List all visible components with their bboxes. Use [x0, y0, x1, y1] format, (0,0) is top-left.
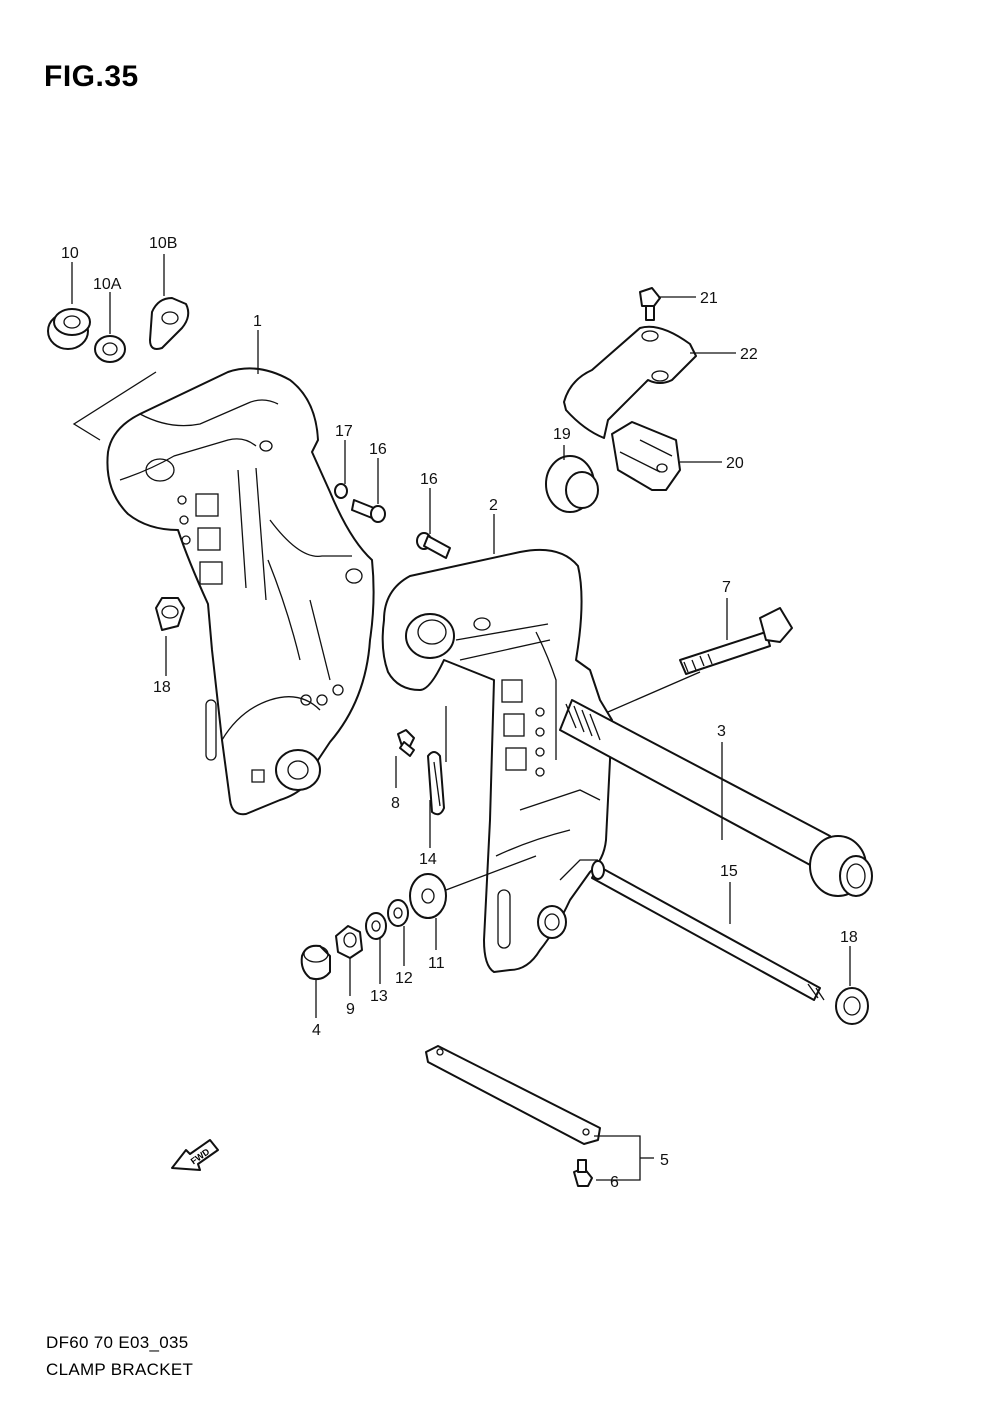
callout-12: 12 [395, 970, 413, 987]
callout-14: 14 [419, 851, 437, 868]
part-12-washer [387, 899, 409, 927]
part-18-nut-right [835, 987, 869, 1025]
callout-22: 22 [740, 346, 758, 363]
part-15-shaft [591, 860, 825, 1001]
callout-20: 20 [726, 455, 744, 472]
callout-18b: 18 [840, 929, 858, 946]
callout-6: 6 [610, 1174, 619, 1191]
part-18-nut-left [155, 597, 185, 631]
callout-16b: 16 [420, 471, 438, 488]
fwd-direction-arrow-icon: FWD [171, 1139, 219, 1171]
part-7-bolt [679, 607, 793, 675]
part-4-cap [300, 944, 331, 981]
callout-15: 15 [720, 863, 738, 880]
part-10a-washer [94, 335, 126, 363]
callout-9: 9 [346, 1001, 355, 1018]
callout-16a: 16 [369, 441, 387, 458]
part-3-tilt-tube [559, 699, 873, 897]
part-11-washer [409, 873, 447, 919]
callout-21: 21 [700, 290, 718, 307]
callout-18a: 18 [153, 679, 171, 696]
part-8-bolt [397, 729, 415, 757]
callout-2: 2 [489, 497, 498, 514]
part-9-nut [335, 925, 363, 959]
part-14-clip [427, 751, 445, 816]
callout-7: 7 [722, 579, 731, 596]
callout-10: 10 [61, 245, 79, 262]
figure-code: DF60 70 E03_035 [46, 1333, 189, 1352]
callout-labels: 10 10A 10B 1 17 16 16 2 18 21 22 19 20 7… [61, 235, 858, 1191]
callout-10b: 10B [149, 235, 177, 252]
part-2-swivel-bracket [381, 548, 613, 973]
callout-1: 1 [253, 313, 262, 330]
part-17-washer [334, 483, 348, 499]
part-16-bolt-b [416, 532, 451, 559]
part-21-bolt [639, 287, 661, 321]
part-10-nut [47, 308, 91, 350]
part-13-washer [365, 912, 387, 940]
part-16-bolt-a [351, 499, 386, 523]
callout-4: 4 [312, 1022, 321, 1039]
part-10b-plate [149, 297, 190, 350]
callout-10a: 10A [93, 276, 122, 293]
callout-17: 17 [335, 423, 353, 440]
part-20-holder [611, 421, 681, 491]
callout-3: 3 [717, 723, 726, 740]
leader-lines [71, 254, 851, 1181]
part-22-cover [563, 325, 697, 439]
part-5-anode-plate [425, 1045, 601, 1145]
figure-title: FIG.35 [44, 60, 139, 93]
callout-8: 8 [391, 795, 400, 812]
callout-19: 19 [553, 426, 571, 443]
callout-13: 13 [370, 988, 388, 1005]
callout-11: 11 [428, 955, 445, 972]
figure-caption: CLAMP BRACKET [46, 1360, 194, 1379]
part-19-grommet [545, 455, 599, 513]
part-1-clamp-bracket [106, 367, 375, 816]
callout-5: 5 [660, 1152, 669, 1169]
part-6-bolt [573, 1159, 593, 1187]
